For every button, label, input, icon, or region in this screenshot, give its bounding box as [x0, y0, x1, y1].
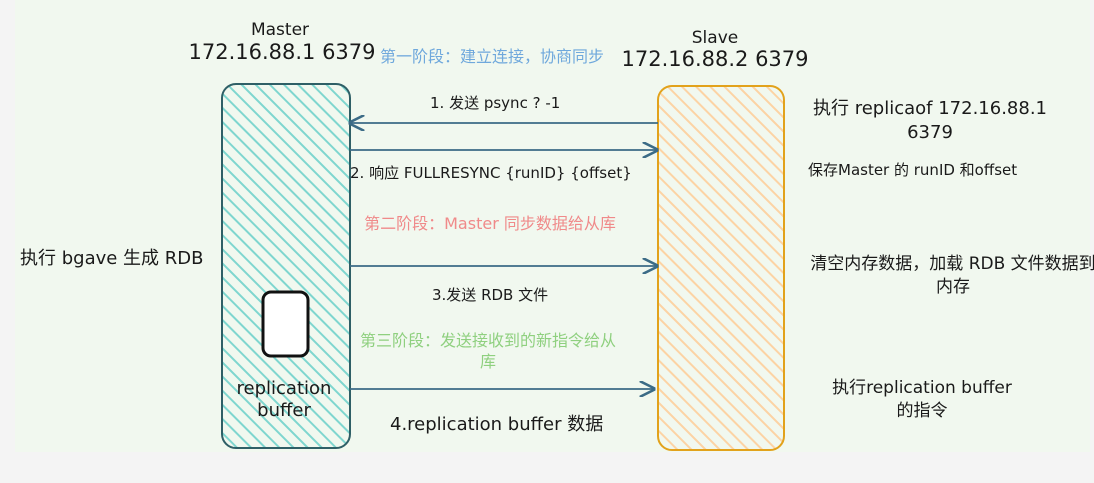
- slave-exec-text: 执行replication buffer 的指令: [832, 378, 1012, 421]
- step-1-label: 1. 发送 psync ? -1: [430, 94, 561, 112]
- master-address: 172.16.88.1 6379: [188, 40, 376, 64]
- slave-replicaof-text: 执行 replicaof 172.16.88.1 6379: [812, 98, 1047, 143]
- master-label: Master: [250, 20, 310, 40]
- master-bgsave-text: 执行 bgave 生成 RDB: [20, 248, 204, 269]
- slave-address: 172.16.88.2 6379: [621, 47, 809, 71]
- phase-2-label: 第二阶段：Master 同步数据给从库: [364, 214, 616, 233]
- phase-3-label: 第三阶段：发送接收到的新指令给从库: [359, 331, 616, 371]
- slave-box: [657, 85, 785, 451]
- slave-clear-text: 清空内存数据，加载 RDB 文件数据到内存: [810, 254, 1094, 297]
- step-2-label: 2. 响应 FULLRESYNC {runID} {offset}: [350, 164, 632, 182]
- replication-buffer-label: replication buffer: [236, 378, 332, 421]
- phase-1-label: 第一阶段：建立连接，协商同步: [380, 47, 605, 66]
- step-3-label: 3.发送 RDB 文件: [432, 286, 549, 304]
- step-4-label: 4.replication buffer 数据: [390, 414, 604, 435]
- diagram-background: [15, 0, 1090, 452]
- slave-save-text: 保存Master 的 runID 和offset: [808, 161, 1018, 179]
- slave-label: Slave: [691, 28, 739, 48]
- replication-buffer-box: [261, 290, 310, 358]
